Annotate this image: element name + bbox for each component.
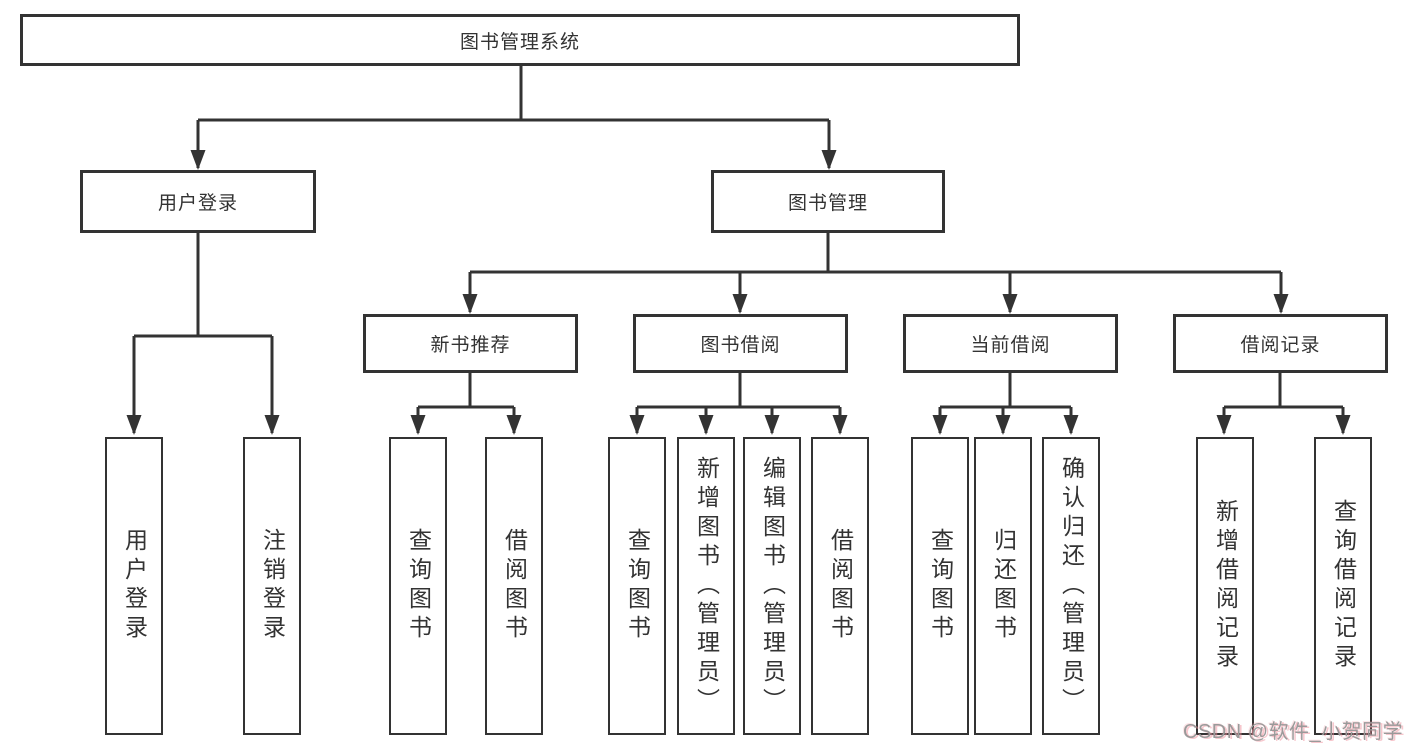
leaf-user-login: 用户登录 — [105, 437, 163, 735]
leaf-current-query-books-label: 查询图书 — [927, 528, 954, 644]
node-user-login: 用户登录 — [80, 170, 316, 233]
leaf-borrow-edit-books-admin: 编辑图书（管理员） — [743, 437, 801, 735]
leaf-borrow-add-books-admin: 新增图书（管理员） — [677, 437, 735, 735]
node-library-system: 图书管理系统 — [20, 14, 1020, 66]
leaf-recommend-query-books-label: 查询图书 — [405, 528, 432, 644]
leaf-borrow-add-books-admin-label: 新增图书（管理员） — [693, 455, 720, 717]
leaf-current-return-books-label: 归还图书 — [990, 528, 1017, 644]
leaf-recommend-borrow-books: 借阅图书 — [485, 437, 543, 735]
node-current-borrow: 当前借阅 — [903, 314, 1118, 373]
leaf-recommend-borrow-books-label: 借阅图书 — [501, 528, 528, 644]
leaf-borrow-query-books-label: 查询图书 — [624, 528, 651, 644]
leaf-records-query-record: 查询借阅记录 — [1314, 437, 1372, 735]
leaf-logout: 注销登录 — [243, 437, 301, 735]
leaf-current-confirm-return-admin: 确认归还（管理员） — [1042, 437, 1100, 735]
csdn-watermark: CSDN @软件_小贺同学 — [1183, 721, 1404, 743]
leaf-current-confirm-return-admin-label: 确认归还（管理员） — [1058, 455, 1085, 717]
leaf-borrow-borrow-books-label: 借阅图书 — [827, 528, 854, 644]
node-book-borrow: 图书借阅 — [633, 314, 848, 373]
leaf-borrow-query-books: 查询图书 — [608, 437, 666, 735]
node-borrow-records: 借阅记录 — [1173, 314, 1388, 373]
leaf-current-return-books: 归还图书 — [974, 437, 1032, 735]
leaf-records-add-record: 新增借阅记录 — [1196, 437, 1254, 735]
leaf-records-add-record-label: 新增借阅记录 — [1212, 499, 1239, 673]
leaf-borrow-borrow-books: 借阅图书 — [811, 437, 869, 735]
leaf-recommend-query-books: 查询图书 — [389, 437, 447, 735]
leaf-current-query-books: 查询图书 — [911, 437, 969, 735]
node-book-management: 图书管理 — [711, 170, 945, 233]
node-new-book-recommend: 新书推荐 — [363, 314, 578, 373]
leaf-user-login-label: 用户登录 — [121, 528, 148, 644]
leaf-logout-label: 注销登录 — [259, 528, 286, 644]
leaf-borrow-edit-books-admin-label: 编辑图书（管理员） — [759, 455, 786, 717]
leaf-records-query-record-label: 查询借阅记录 — [1330, 499, 1357, 673]
